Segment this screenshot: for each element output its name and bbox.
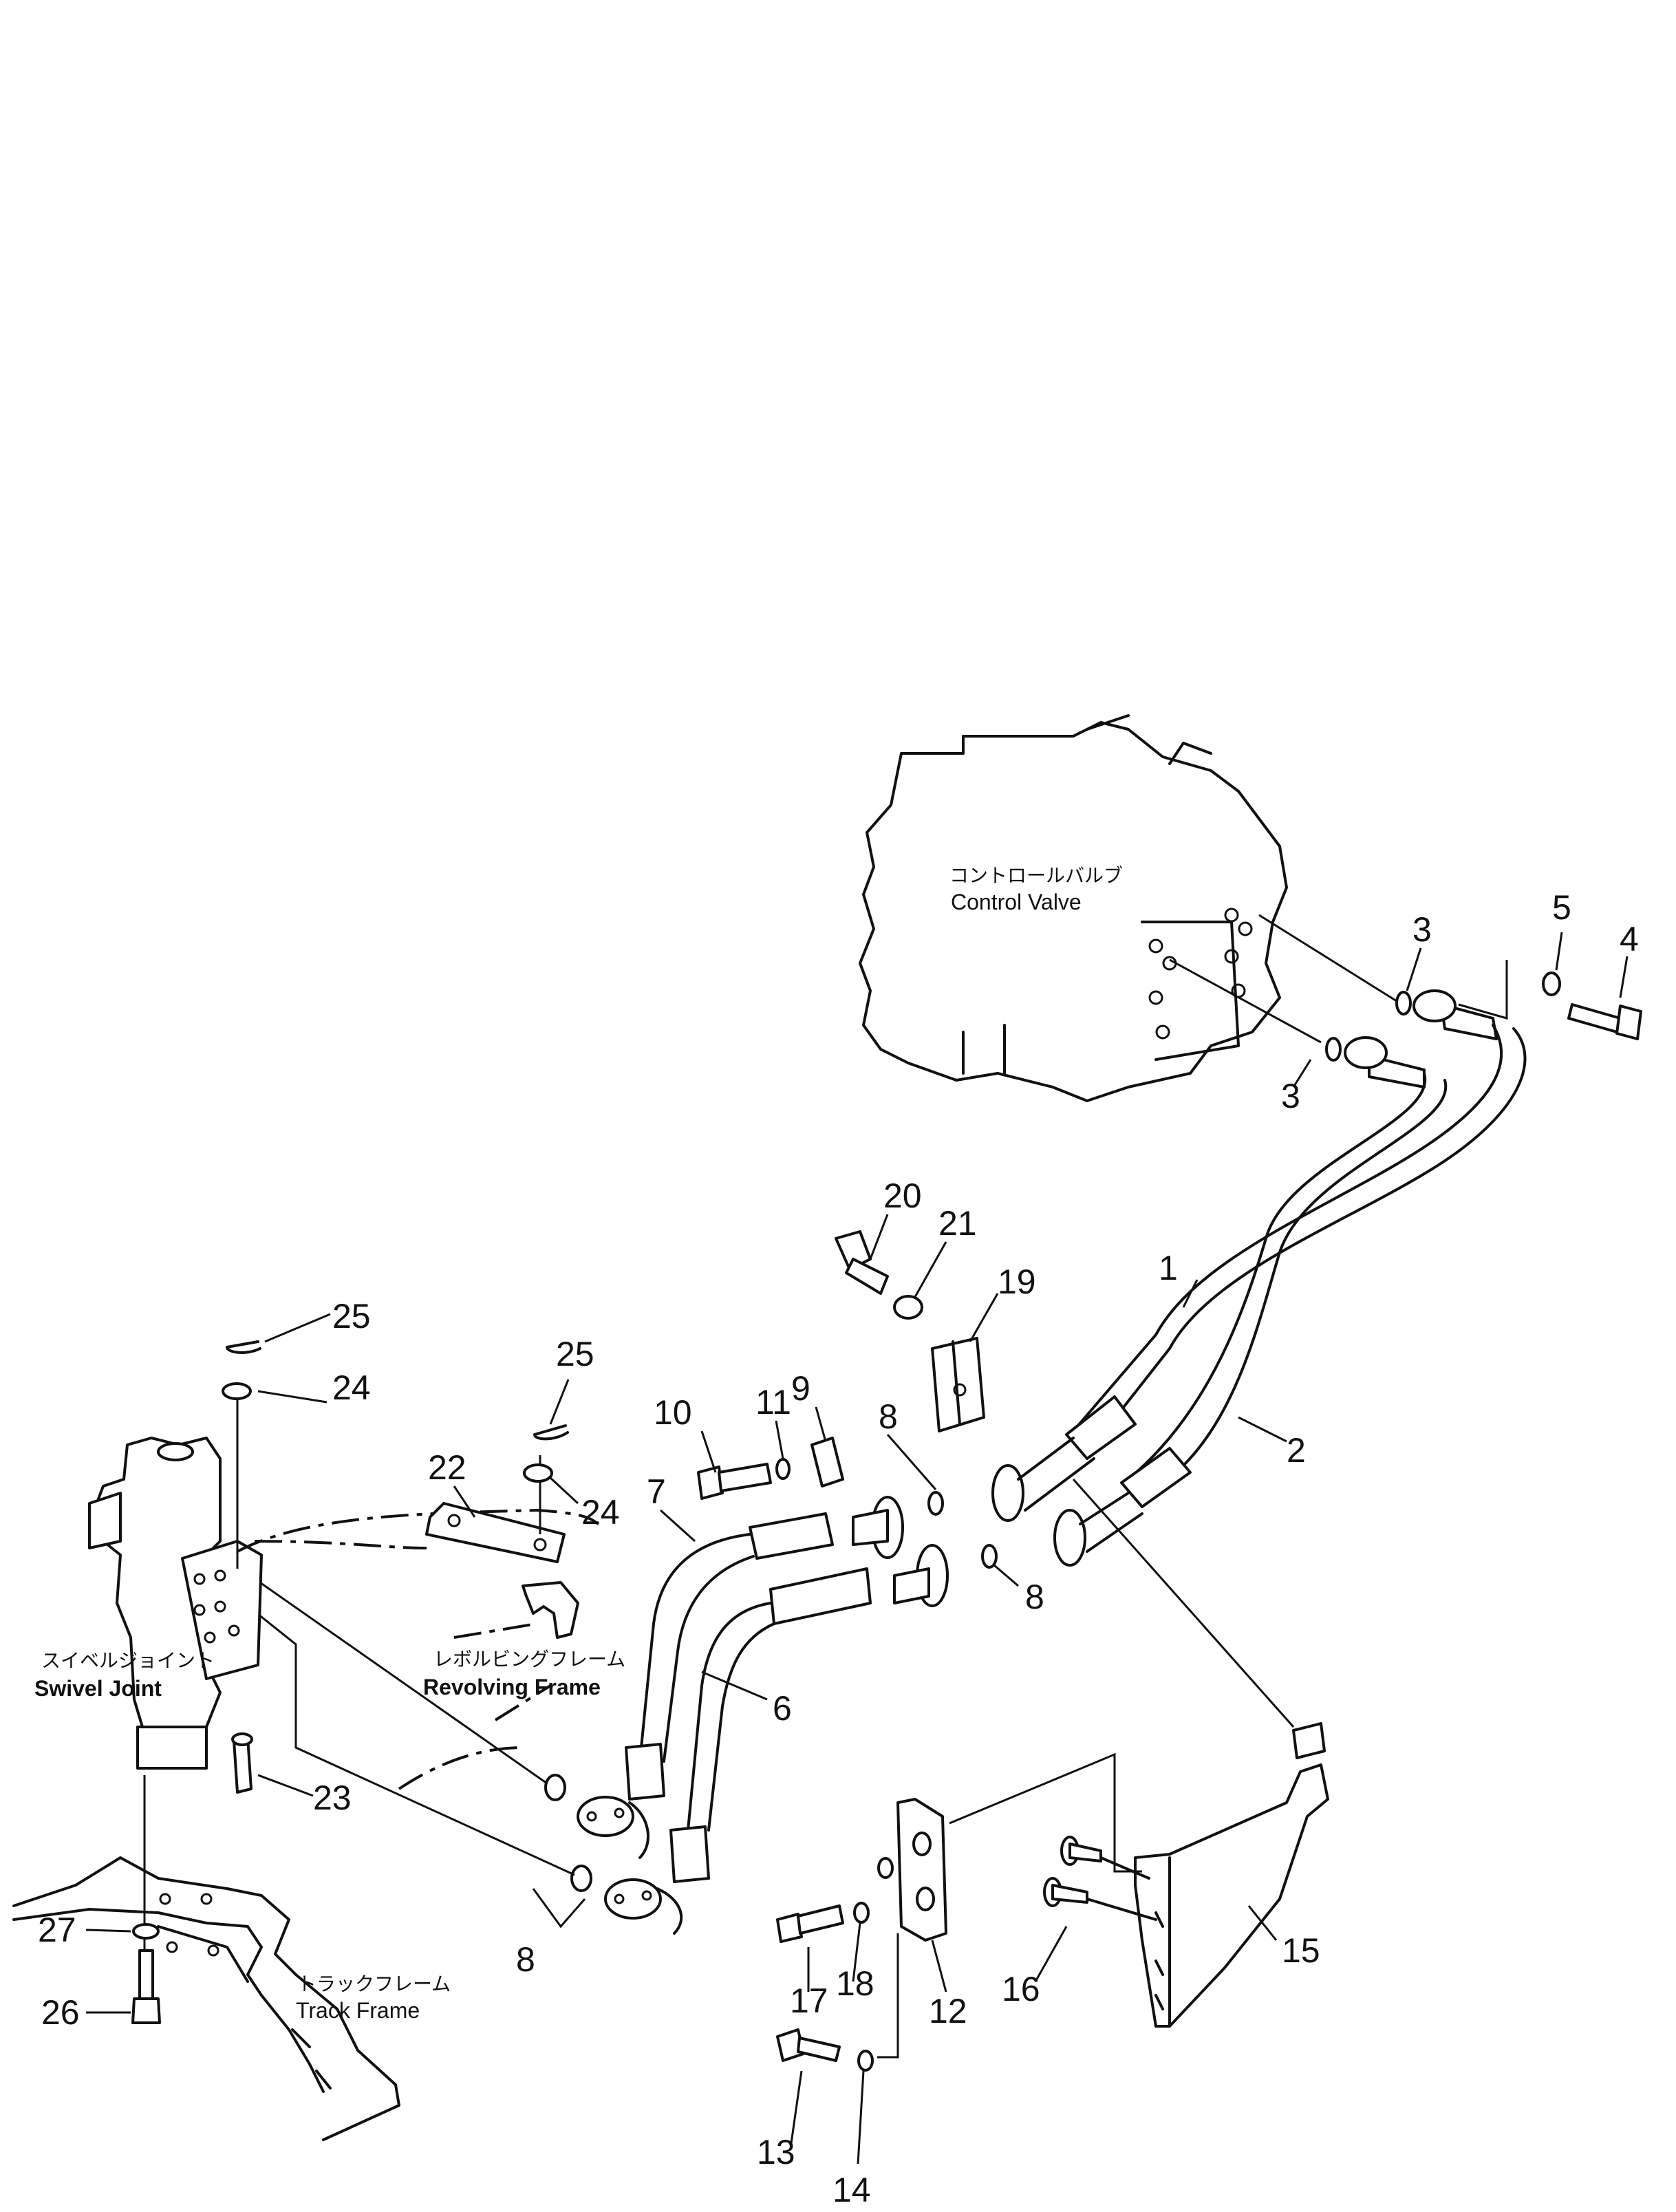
o-ring-8-left-lower [570,1865,592,1892]
washer-14 [857,2050,874,2072]
callout-15: 15 [1282,1931,1320,1970]
control-valve-label-en: Control Valve [951,890,1082,914]
washer-11 [775,1458,791,1480]
callout-8-left: 8 [516,1940,535,1979]
washer-18 [853,1902,870,1924]
hose-2 [1127,1036,1448,1481]
callout-5: 5 [1552,888,1571,927]
control-valve: コントロールバルブ Control Valve [859,714,1288,1102]
callout-27: 27 [38,1911,76,1949]
clamp-9 [810,1437,844,1488]
hose-1 [1072,989,1527,1446]
callout-25-right: 25 [556,1335,594,1373]
washer-27 [132,1923,160,1940]
callout-numbers: 1 2 3 3 4 5 6 7 8 8 8 9 10 11 12 13 14 1… [38,888,1639,2209]
callout-6: 6 [773,1689,792,1728]
bracket-15 [1134,1722,1329,2028]
o-ring-8-left-upper [544,1774,566,1801]
callout-18: 18 [836,1964,874,2003]
o-ring-3-lower [1325,1037,1342,1062]
hose-6 [669,1544,949,1883]
callout-12: 12 [929,1992,967,2030]
callout-1: 1 [1159,1249,1178,1287]
callout-14: 14 [832,2171,871,2209]
callout-3-lower: 3 [1281,1077,1300,1115]
callout-26: 26 [41,1993,80,2032]
callout-8-center-lower: 8 [1025,1578,1044,1616]
plate-22 [425,1502,566,1563]
callout-7: 7 [647,1472,666,1511]
track-frame: トラックフレーム Track Frame [12,1856,451,2141]
cotter-pin-25-left [226,1340,261,1354]
callout-4: 4 [1620,920,1639,958]
clamp-19 [931,1337,985,1432]
plate-12 [896,1798,947,1942]
callout-9: 9 [791,1369,810,1408]
callout-21: 21 [938,1204,977,1243]
hose-7 [625,1496,904,1801]
callout-24-left: 24 [332,1368,371,1407]
washer-5 [1542,971,1561,996]
callout-24-right: 24 [581,1493,620,1532]
swivel-joint-label-en: Swivel Joint [34,1676,162,1701]
callout-23: 23 [313,1779,352,1817]
track-frame-label-en: Track Frame [296,1998,420,2023]
hose-1-end-fitting [991,1395,1137,1522]
elbow-fitting-upper [577,1796,649,1859]
washer-21 [893,1295,923,1320]
swivel-joint: スイベルジョイント Swivel Joint [34,1437,263,1770]
callout-20: 20 [883,1177,922,1215]
revolving-frame-label-jp: レボルビングフレーム [433,1648,625,1671]
bolt-10 [697,1463,772,1500]
callout-8-center-upper: 8 [879,1397,898,1436]
callout-25-left: 25 [332,1297,371,1335]
bracket-revolving-frame [522,1581,579,1639]
valve-ports [1148,908,1253,1040]
o-ring-3-upper [1395,991,1412,1016]
washer-24-left [222,1382,252,1400]
callout-11: 11 [755,1383,791,1421]
callout-16: 16 [1002,1970,1040,2008]
callout-2: 2 [1287,1431,1306,1470]
pin-16 [1043,1836,1157,1921]
bolt-4 [1567,1003,1642,1040]
bolt-13 [776,2028,841,2062]
callout-10: 10 [654,1393,692,1432]
bolt-17 [776,1904,844,1943]
callout-leaders [85,932,1629,2165]
o-ring-8-center-upper [927,1491,944,1516]
washer-24-right [523,1463,553,1483]
cotter-pin-25-right [533,1424,569,1441]
bolt-26 [131,1949,161,2024]
callout-22: 22 [428,1448,466,1487]
o-ring-8-center-lower [981,1544,998,1569]
revolving-frame-label-en: Revolving Frame [423,1675,601,1699]
bolt-20 [835,1230,889,1295]
track-frame-label-jp: トラックフレーム [297,1973,451,1995]
hose-2-end-fitting [1053,1447,1192,1567]
elbow-fitting-lower [604,1878,683,1935]
control-valve-label-jp: コントロールバルブ [949,864,1123,887]
callout-13: 13 [757,2133,795,2171]
swivel-joint-label-jp: スイベルジョイント [41,1649,215,1672]
callout-17: 17 [790,1982,828,2020]
callout-3-upper: 3 [1412,910,1432,949]
callout-19: 19 [998,1263,1036,1301]
